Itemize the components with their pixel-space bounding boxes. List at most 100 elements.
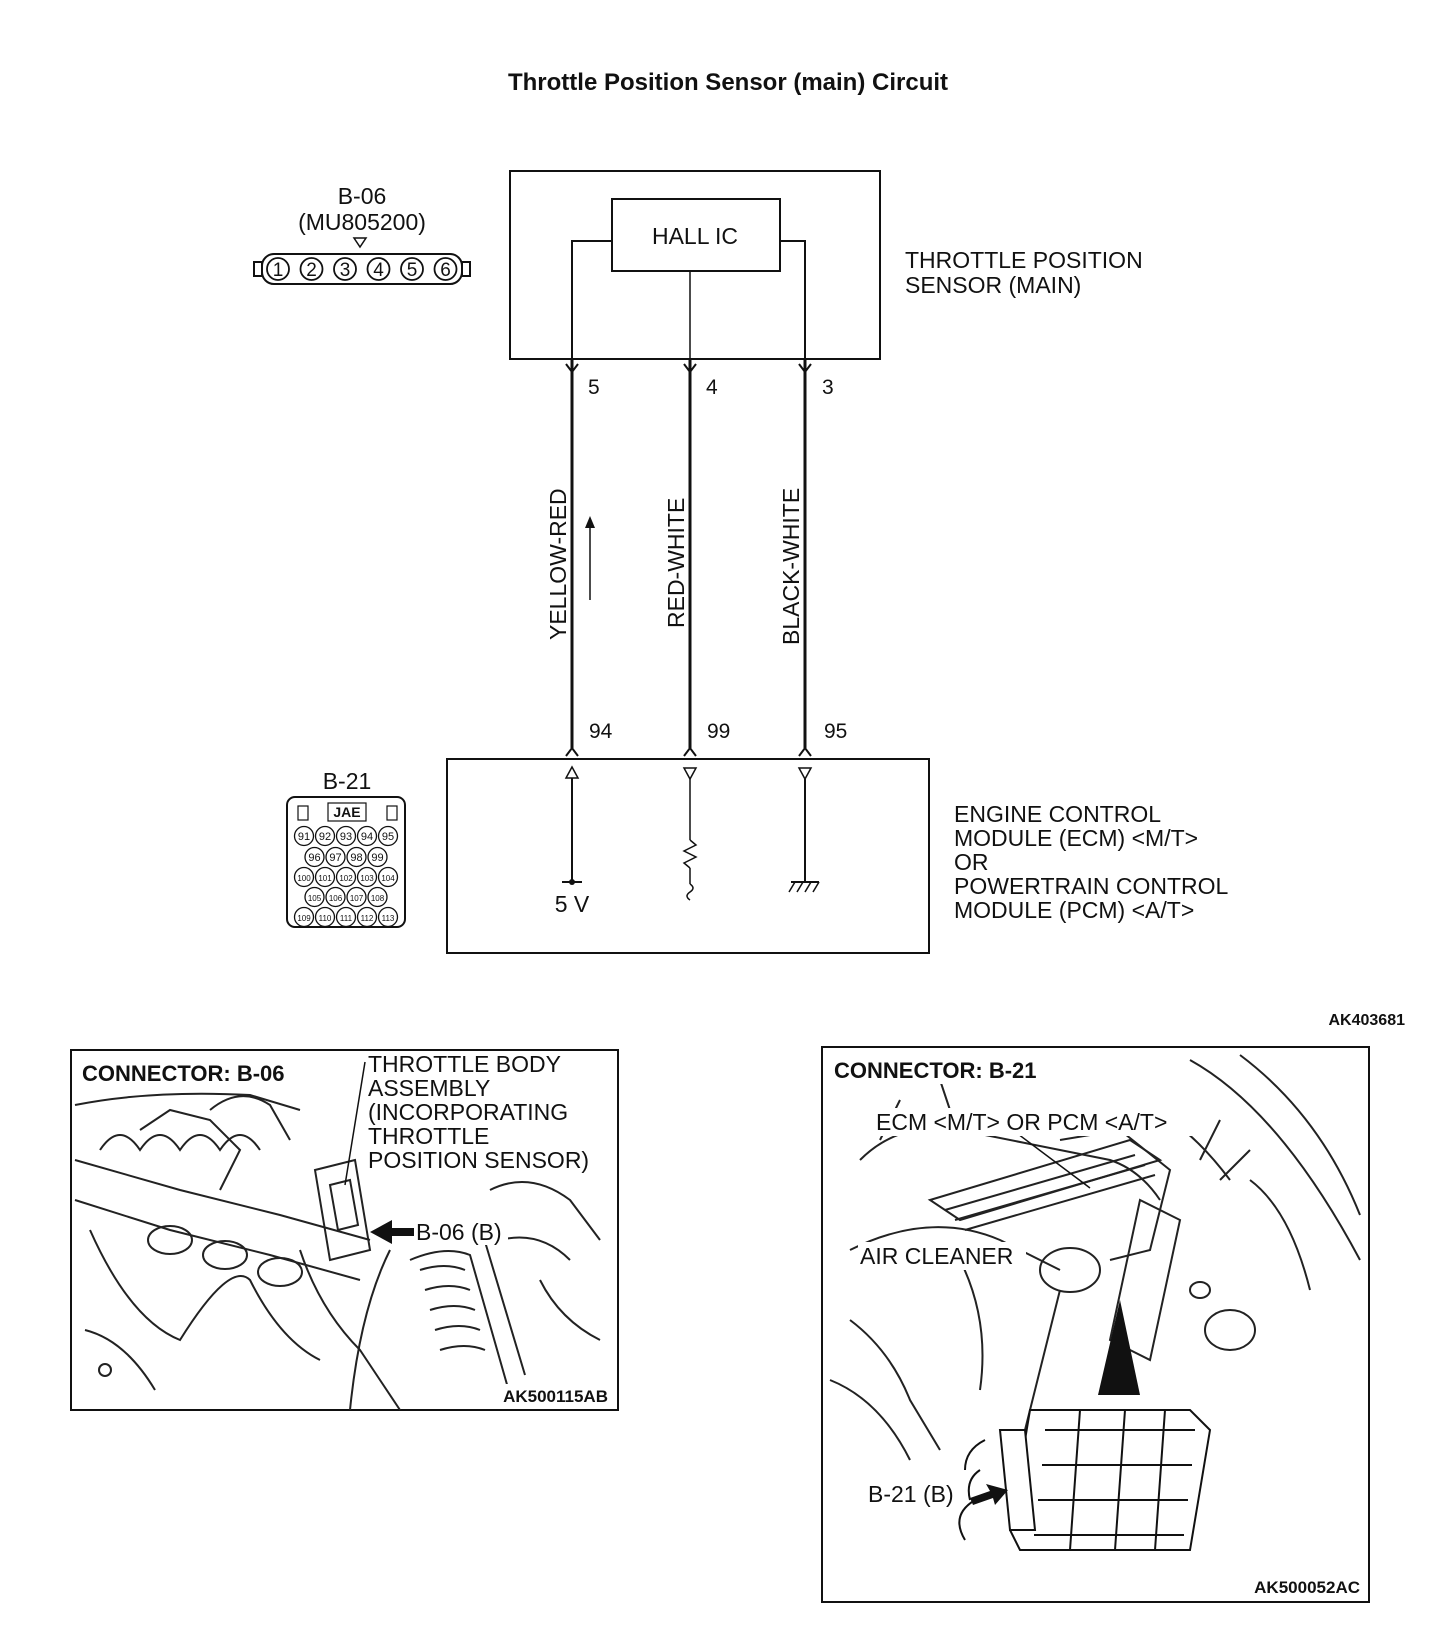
connector-b21-pin [356,906,378,928]
photo-right-ecm-label: ECM <M/T> OR PCM <A/T> [876,1109,1167,1135]
sensor-name-line2: SENSOR (MAIN) [905,272,1081,298]
connector-b06-pin [400,257,424,281]
connector-mark-icon [798,363,812,374]
connector-b06-pin-number: 5 [407,260,418,281]
connector-b21-pin [367,886,388,908]
sensor-name-line1: THROTTLE POSITION [905,247,1143,273]
wire-color-label: RED-WHITE [663,498,689,628]
connector-mark-icon [565,363,579,374]
connector-b21-pin-number: 110 [319,914,332,923]
connector-b21-pin-number: 92 [319,831,331,843]
engine-bay-sketch [829,1054,1361,1461]
connector-b06-pin [433,257,458,281]
photo-left-pointer-label: B-06 (B) [416,1219,502,1245]
connector-b21-pin-number: 101 [318,874,332,883]
connector-b21-pin-number: 91 [298,831,310,843]
connector-b06-pin [299,257,324,281]
ecm-label-line1: ENGINE CONTROL [954,801,1161,827]
connector-b21-pin-number: 102 [339,874,353,883]
diagram-code: AK403681 [1329,1012,1406,1029]
photo-right-pointer-label: B-21 (B) [868,1481,954,1507]
connector-b21-pin [314,906,336,928]
connector-b06-pin [266,257,290,281]
wire-color-label: YELLOW-RED [545,488,571,640]
pointer-arrow-icon [970,1484,1008,1505]
connector-b21-pin [325,886,346,908]
connector-b06-pin-number: 3 [340,260,351,281]
ecm-box [446,758,930,954]
connector-mark-icon [565,746,579,757]
connector-b21-pin [356,866,378,888]
connector-b21-pin [335,825,357,847]
photo-right-air-cleaner-label: AIR CLEANER [860,1243,1013,1269]
connector-mark-icon [798,746,812,757]
connector-b21-pin-number: 113 [382,914,395,923]
connector-b21-pin [293,906,315,928]
photo-left-callout-line1: THROTTLE BODY [368,1051,561,1077]
hall-ic-label: HALL IC [652,223,738,249]
connector-b21-pin-number: 99 [371,852,383,864]
connector-b21-pin-number: 98 [350,852,362,864]
ecm-pin-label: 99 [707,720,730,743]
ecm-label-line4: POWERTRAIN CONTROL [954,873,1229,899]
wire-yellow-red: YELLOW-RED 5 94 [545,359,613,757]
ecm-module-sketch [958,1409,1212,1551]
connector-b21-pin-number: 103 [360,874,374,883]
resistor-icon [682,839,698,869]
diagram-title: Throttle Position Sensor (main) Circuit [508,69,948,96]
connector-b21-pin-number: 108 [371,894,385,903]
ecm-pin-label: 95 [824,720,847,743]
connector-b21-pin [293,866,315,888]
ecm-label-line5: MODULE (PCM) <A/T> [954,897,1194,923]
connector-b06-pin [333,257,357,281]
ecm-label-line3: OR [954,849,989,875]
connector-b06-key-icon [352,237,368,249]
connector-b21-pin [346,846,367,868]
pointer-arrow-icon [370,1220,415,1244]
connector-b21-pin [377,866,399,888]
wire-red-white: RED-WHITE 4 99 [663,359,730,757]
wire-color-label: BLACK-WHITE [778,488,804,645]
sensor-box [509,170,881,360]
connector-b21-pin-number: 106 [329,894,343,903]
photo-left-callout-line5: POSITION SENSOR) [368,1147,589,1173]
connector-b21-pin-number: 93 [340,831,352,843]
connector-b21-pin [346,886,367,908]
connector-b21-pin [377,825,399,847]
photo-left-code: AK500115AB [503,1387,608,1406]
connector-b21-pin-number: 94 [361,831,373,843]
connector-b21-pin-number: 112 [361,914,374,923]
sensor-pin-label: 5 [588,376,600,399]
connector-b21-pin-number: 107 [350,894,364,903]
connector-b21-id: B-21 [323,768,372,794]
connector-mark-icon [683,746,697,757]
connector-b06-id: B-06 [338,183,387,209]
connector-b21-pin [335,906,357,928]
photo-left-heading: CONNECTOR: B-06 [82,1061,285,1086]
connector-b21-pin [335,866,357,888]
connector-b21-pin [356,825,378,847]
connector-b21-pin [377,906,399,928]
connector-b21-pin [314,866,336,888]
connector-mark-icon [683,363,697,374]
supply-voltage-label: 5 V [555,891,590,917]
connector-b06-part: (MU805200) [298,209,426,235]
connector-b21-pin-number: 100 [297,874,311,883]
photo-panel-b21: CONNECTOR: B-21 ECM <M/T> OR PCM <A/T> A… [821,1046,1370,1603]
connector-b21-pin [367,846,388,868]
connector-b06-pin-number: 4 [373,260,384,281]
photo-panel-b06: CONNECTOR: B-06 THROTTLE BODY ASSEMBLY (… [70,1049,619,1411]
connector-b06-pin-number: 2 [306,260,317,281]
ecm-pin-label: 94 [589,720,613,743]
photo-left-callout-line3: (INCORPORATING [368,1099,568,1125]
connector-b21-pin [293,825,315,847]
connector-b21-pin [325,846,346,868]
photo-left-callout-line4: THROTTLE [368,1123,489,1149]
connector-b21-pin [304,886,325,908]
hall-ic-box [611,198,781,272]
connector-b21-pin-number: 95 [382,831,394,843]
connector-b21-pin [304,846,325,868]
